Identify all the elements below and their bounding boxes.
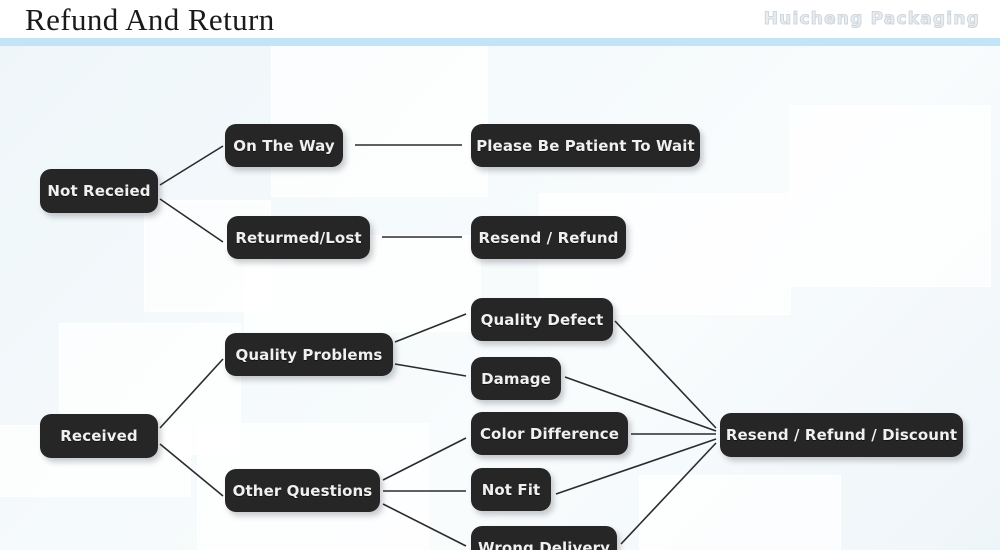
- node-received[interactable]: Received: [40, 414, 158, 458]
- node-not-fit[interactable]: Not Fit: [471, 468, 551, 511]
- header-divider: [0, 38, 1000, 46]
- slide-header: Refund And Return Huicheng Packaging: [0, 0, 1000, 46]
- brand-wordmark: Huicheng Packaging: [763, 9, 980, 30]
- connector-quality-problems-to-quality-defect: [394, 313, 467, 343]
- node-wrong-delivery[interactable]: Wrong Delivery: [471, 526, 617, 550]
- node-on-the-way[interactable]: On The Way: [225, 124, 343, 167]
- connector-damage-to-resend-refund-discount: [564, 376, 717, 432]
- connector-other-questions-to-color-difference: [382, 437, 467, 481]
- connector-not-receied-to-returmed-lost: [159, 198, 224, 243]
- node-resend-refund-discount[interactable]: Resend / Refund / Discount: [720, 413, 963, 457]
- connector-quality-problems-to-damage: [394, 363, 467, 377]
- connector-not-fit-to-resend-refund-discount: [555, 438, 717, 495]
- node-other-questions[interactable]: Other Questions: [225, 469, 380, 512]
- page-title: Refund And Return: [25, 2, 275, 37]
- connector-wrong-delivery-to-resend-refund-discount: [620, 442, 717, 545]
- node-quality-problems[interactable]: Quality Problems: [225, 333, 393, 376]
- node-returmed-lost[interactable]: Returmed/Lost: [227, 216, 370, 259]
- node-damage[interactable]: Damage: [471, 357, 561, 400]
- connector-received-to-quality-problems: [159, 358, 224, 429]
- connector-other-questions-to-wrong-delivery: [382, 503, 467, 547]
- node-please-wait[interactable]: Please Be Patient To Wait: [471, 124, 700, 167]
- background-block: [272, 46, 487, 196]
- node-quality-defect[interactable]: Quality Defect: [471, 298, 613, 341]
- connector-not-receied-to-on-the-way: [159, 145, 224, 186]
- node-color-difference[interactable]: Color Difference: [471, 412, 628, 455]
- connector-received-to-other-questions: [159, 443, 224, 497]
- connector-quality-defect-to-resend-refund-discount: [614, 320, 717, 429]
- node-not-receied[interactable]: Not Receied: [40, 169, 158, 213]
- background-block: [790, 106, 990, 286]
- node-resend-refund[interactable]: Resend / Refund: [471, 216, 626, 259]
- connector-layer: [159, 144, 717, 547]
